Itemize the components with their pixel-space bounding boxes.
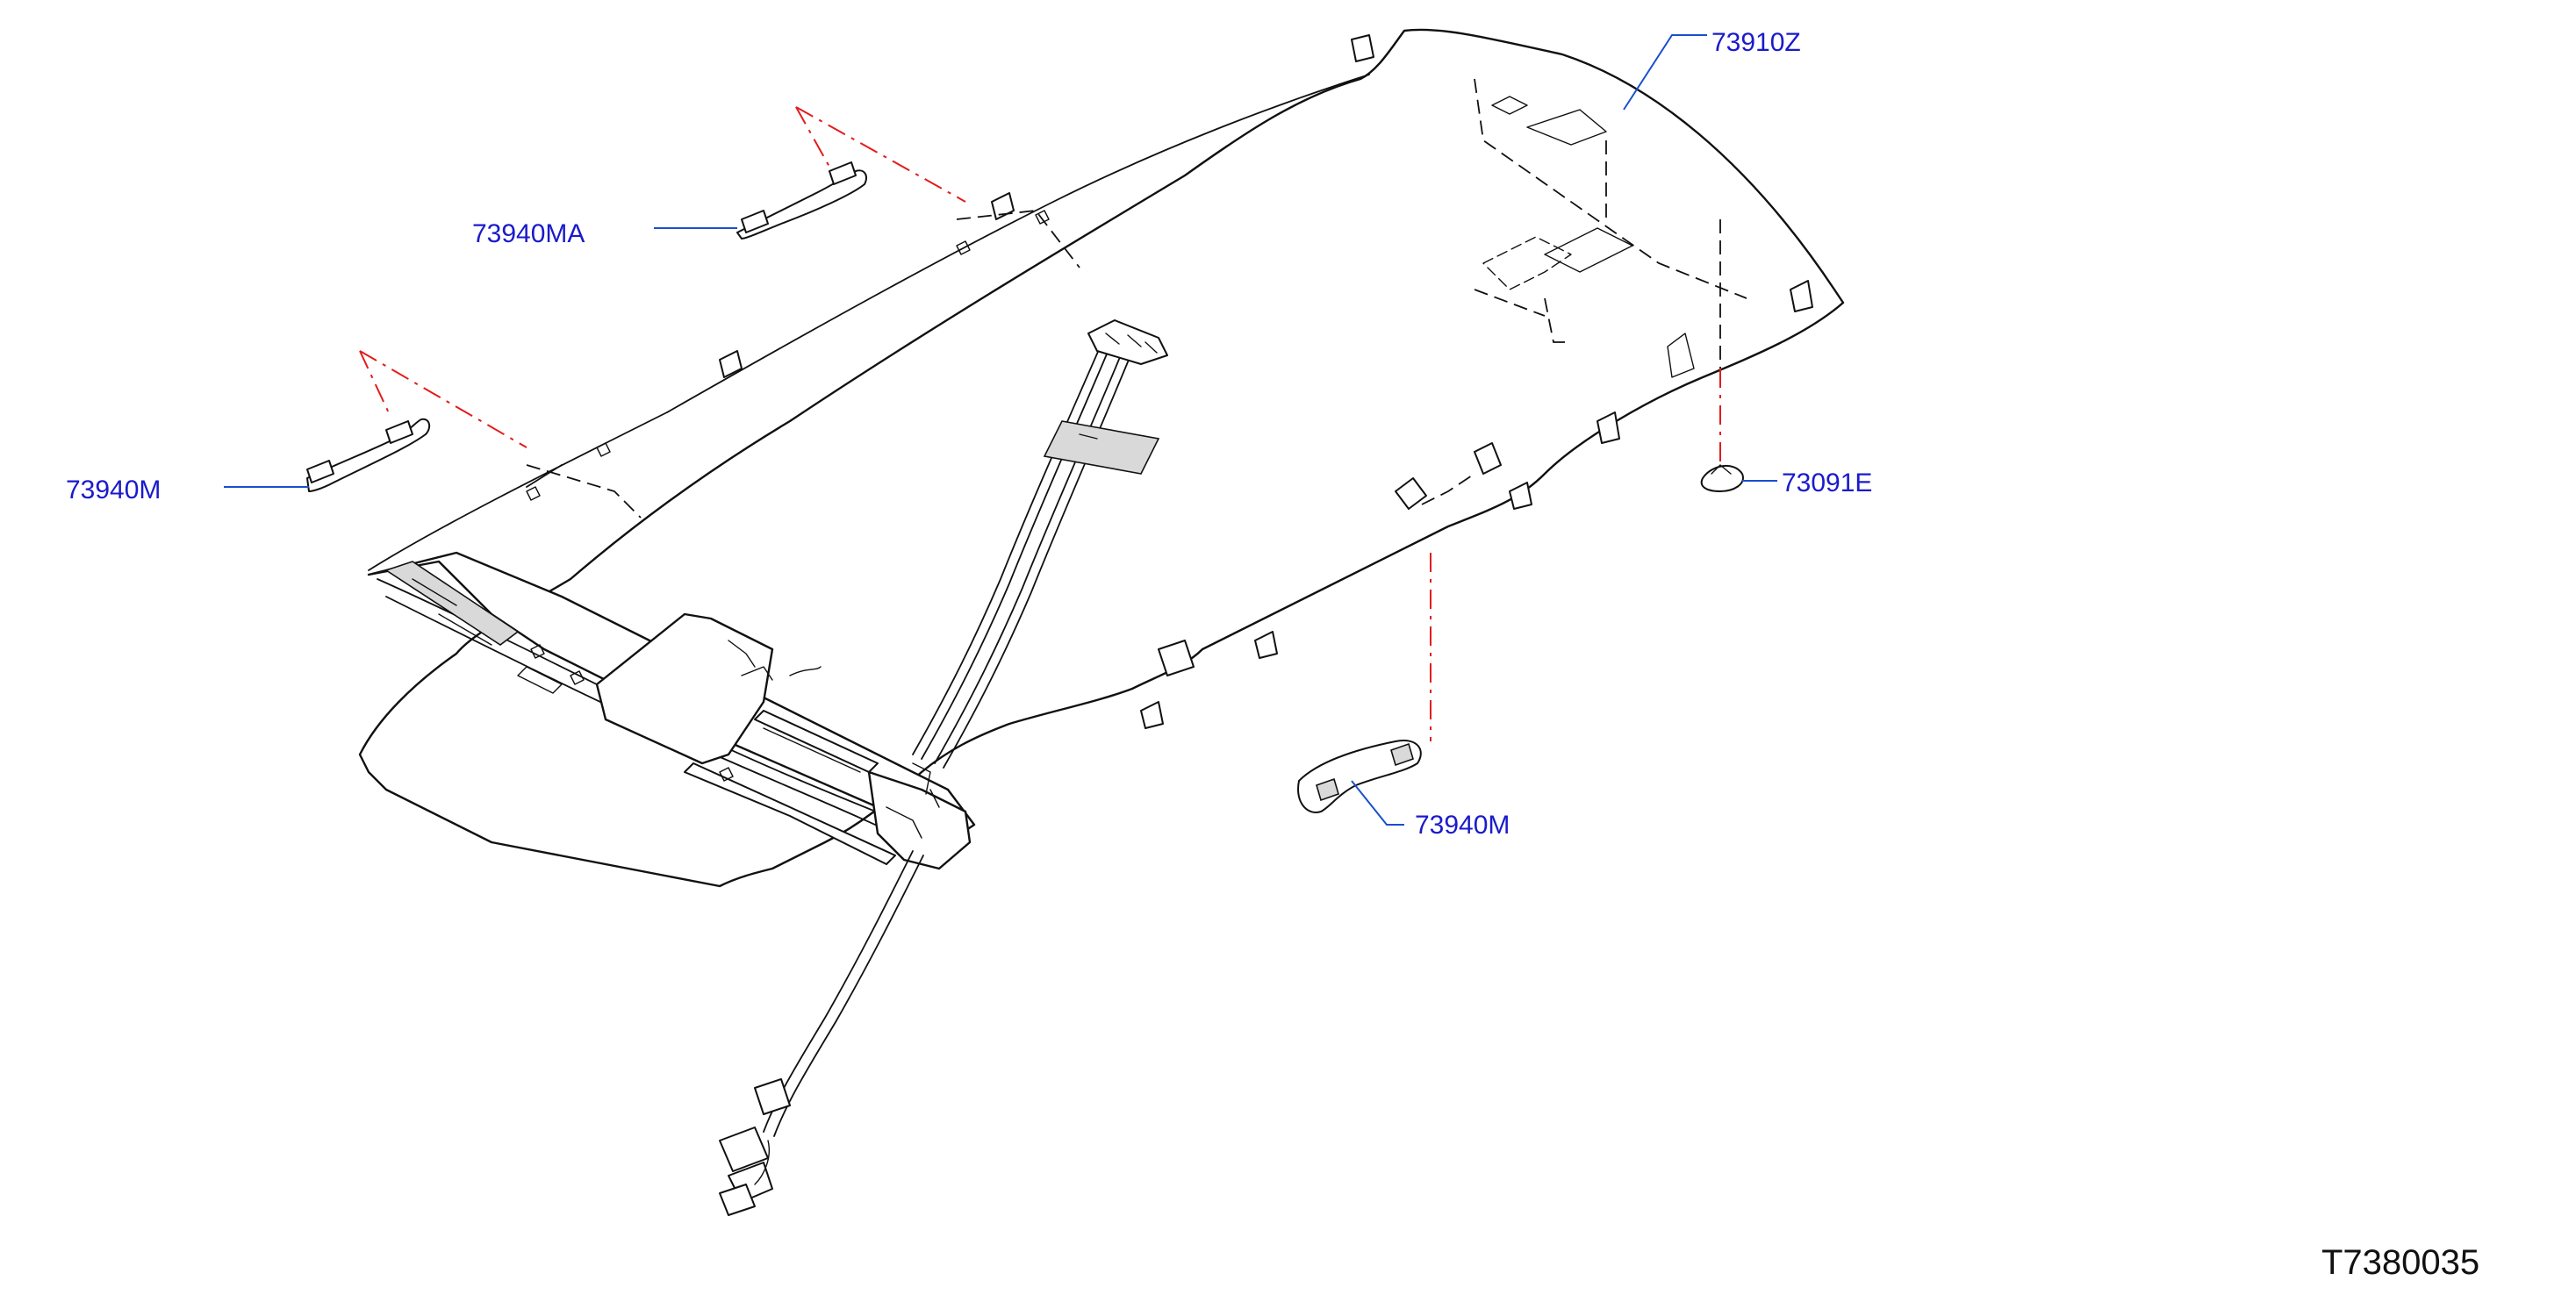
centre-line-rear-grip-2 xyxy=(359,350,391,418)
assist-grip-rear-left[interactable] xyxy=(306,418,431,492)
wire-harness xyxy=(719,850,924,1216)
diagram-reference-code: T7380035 xyxy=(2321,1243,2479,1282)
red-centre-lines xyxy=(359,106,1721,741)
label-front-grip[interactable]: 73940MA xyxy=(472,219,585,248)
assist-grip-front-left[interactable] xyxy=(736,161,867,240)
leader-headlining xyxy=(1623,34,1707,111)
assist-grip-right[interactable] xyxy=(1297,740,1422,813)
headlining-panel[interactable] xyxy=(358,28,1845,888)
mounting-guide-lines xyxy=(526,78,1747,519)
label-right-grip[interactable]: 73940M xyxy=(1415,811,1510,840)
label-rear-grip[interactable]: 73940M xyxy=(66,476,161,504)
centre-line-front-grip-2 xyxy=(795,106,830,168)
centre-line-rear-grip xyxy=(359,350,527,448)
label-headlining[interactable]: 73910Z xyxy=(1711,28,1801,57)
centre-line-front-grip xyxy=(795,106,966,203)
leader-right-grip xyxy=(1351,780,1404,826)
label-clip[interactable]: 73091E xyxy=(1782,469,1872,497)
clip[interactable] xyxy=(1700,464,1744,492)
part-labels: 73910Z 73940MA 73940M 73091E 73940M xyxy=(66,28,1872,840)
leader-lines xyxy=(224,34,1777,826)
